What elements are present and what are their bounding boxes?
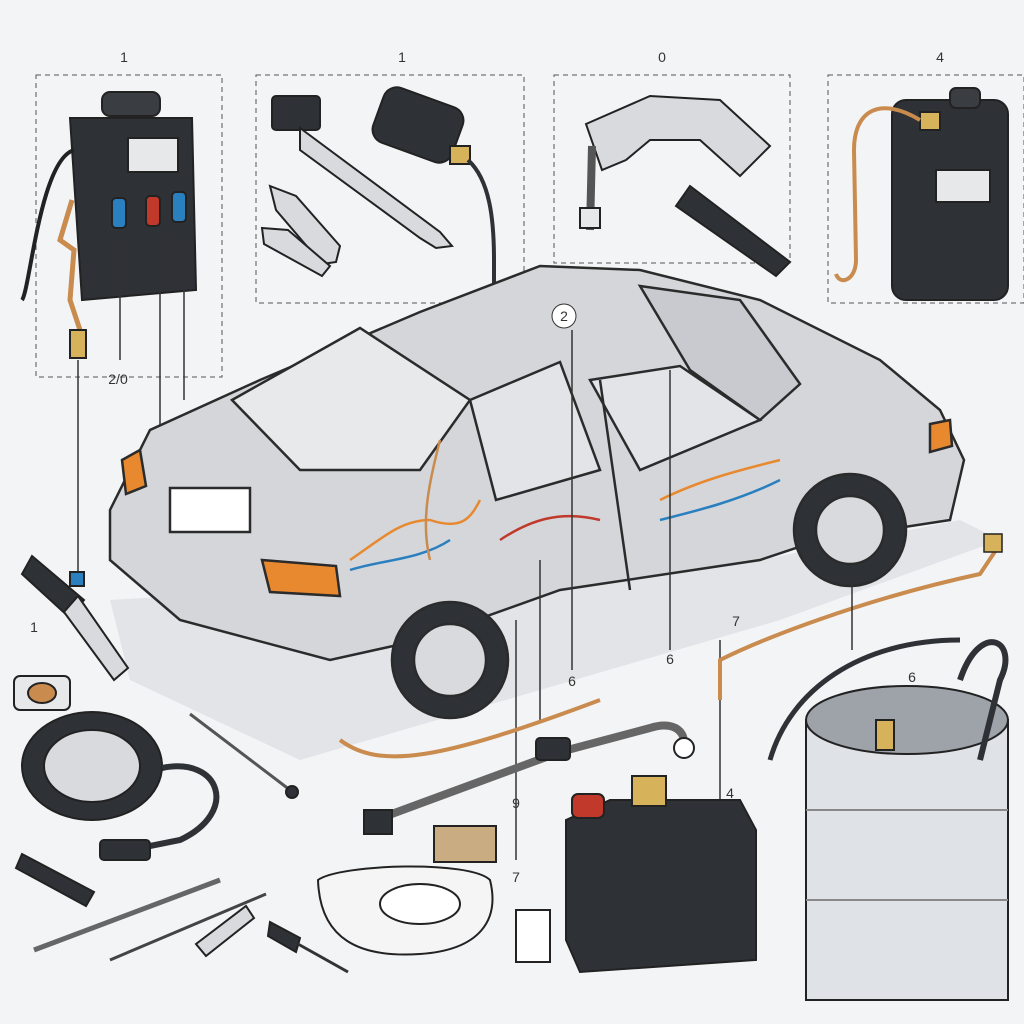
block-part bbox=[433, 825, 497, 863]
right-tag: 4 bbox=[726, 785, 734, 801]
fuel-filter bbox=[371, 86, 496, 400]
panel-label-2: 1 bbox=[398, 49, 406, 65]
panel-frames bbox=[35, 74, 1024, 378]
fuel-line bbox=[338, 698, 695, 835]
panel-label-4: 4 bbox=[936, 49, 944, 65]
callout-2 bbox=[551, 303, 577, 329]
door-seam bbox=[598, 379, 632, 591]
fuel-nozzle bbox=[579, 94, 792, 278]
spare-tire bbox=[21, 711, 220, 861]
metal-drum bbox=[767, 637, 1009, 1001]
panel-label-3: 0 bbox=[658, 49, 666, 65]
canister-tag: 9 bbox=[512, 795, 520, 811]
tail-light bbox=[260, 558, 342, 598]
fuel-canister bbox=[565, 775, 757, 974]
headlight bbox=[928, 418, 954, 454]
wand-tag: 1 bbox=[30, 619, 38, 635]
tail-light-left bbox=[120, 448, 148, 496]
panel-frame-nozzle bbox=[553, 74, 791, 264]
wiring bbox=[349, 439, 781, 572]
gauge-reading: 2/0 bbox=[108, 371, 128, 387]
drum-tag: 6 bbox=[908, 669, 916, 685]
panel-label-1: 1 bbox=[120, 49, 128, 65]
copper-line bbox=[718, 533, 1003, 700]
callout-2-text: 2 bbox=[560, 308, 568, 324]
windshield bbox=[637, 284, 802, 422]
wire-tag: 7 bbox=[732, 613, 740, 629]
rear-window bbox=[229, 326, 472, 472]
battery-charger bbox=[20, 91, 198, 575]
body-tag-a: 6 bbox=[568, 673, 576, 689]
ground-shadow bbox=[110, 520, 1000, 760]
small-tools bbox=[14, 712, 349, 974]
panel-numbers: 1 1 0 4 bbox=[120, 49, 944, 65]
license-plate bbox=[168, 486, 252, 534]
panel-frame-tools bbox=[255, 74, 525, 304]
car bbox=[108, 264, 966, 720]
rear-door-window bbox=[468, 360, 602, 502]
gasket bbox=[316, 865, 494, 956]
gas-can-panel bbox=[834, 87, 1009, 301]
canister-tag-b: 7 bbox=[512, 869, 520, 885]
small-box bbox=[515, 909, 551, 963]
panel-frame-gas-can bbox=[827, 74, 1024, 304]
ring-part bbox=[13, 675, 71, 711]
panel-frame-battery bbox=[35, 74, 223, 378]
wand-tool bbox=[20, 554, 130, 682]
body-tag-b: 6 bbox=[666, 651, 674, 667]
wrench-set bbox=[260, 95, 454, 278]
